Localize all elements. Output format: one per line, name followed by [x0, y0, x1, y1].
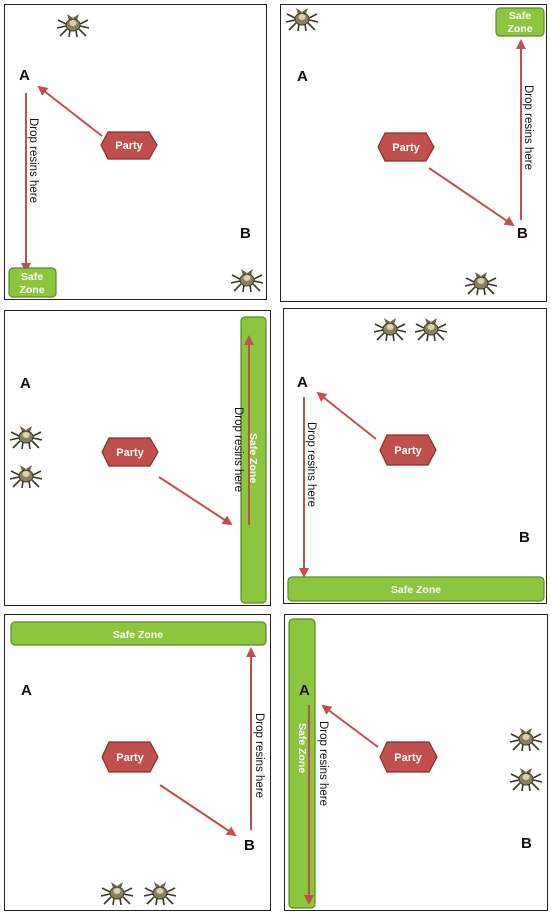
drop-resins-label: Drop resins here	[305, 422, 317, 507]
enemy-icon	[510, 728, 542, 752]
point-a-label: A	[297, 68, 308, 85]
party-label: Party	[394, 445, 422, 457]
party-label: Party	[392, 142, 420, 154]
point-b-label: B	[519, 529, 530, 546]
party-marker	[101, 437, 159, 467]
safe-zone-label: Safe Zone	[296, 723, 308, 773]
diagram-panel-3: A B Safe Zone Drop resins here Party	[4, 310, 271, 606]
enemy-icon	[374, 318, 406, 342]
enemy-icon	[286, 8, 318, 32]
party-marker	[377, 132, 435, 162]
drop-resins-label: Drop resins here	[253, 713, 265, 798]
point-a-label: A	[19, 67, 30, 84]
enemy-icon	[144, 882, 176, 906]
party-label: Party	[116, 447, 144, 459]
point-b-label: B	[521, 835, 532, 852]
point-b-label: B	[244, 837, 255, 854]
party-marker	[379, 434, 437, 466]
party-label: Party	[394, 752, 422, 764]
enemy-icon	[10, 465, 42, 489]
drop-resins-label: Drop resins here	[522, 85, 534, 170]
safe-zone-label: Safe Zone	[113, 629, 163, 641]
point-a-label: A	[299, 682, 310, 699]
safe-zone-label-2: Zone	[19, 284, 44, 296]
party-label: Party	[115, 140, 143, 152]
drop-resins-label: Drop resins here	[317, 721, 329, 806]
safe-zone	[10, 621, 267, 646]
safe-zone	[240, 316, 267, 604]
enemy-icon	[101, 882, 133, 906]
party-marker	[379, 741, 438, 773]
party-marker	[100, 131, 158, 160]
diagram-panel-2: A B Safe Zone Drop resins here Party	[280, 4, 547, 302]
enemy-icon	[465, 272, 497, 296]
safe-zone-label: Safe Zone	[391, 584, 441, 596]
safe-zone-label-1: Safe	[509, 10, 531, 22]
point-a-label: A	[297, 374, 308, 391]
drop-resins-label: Drop resins here	[27, 118, 39, 203]
diagram-panel-5: Safe Zone A B Drop resins here Party	[4, 614, 271, 911]
point-b-label: B	[517, 225, 528, 242]
enemy-icon	[231, 269, 263, 293]
safe-zone	[495, 7, 545, 37]
enemy-icon	[57, 14, 89, 38]
diagram-panel-1: A B Drop resins here Party Safe Zone	[4, 4, 267, 300]
party-marker	[101, 741, 159, 773]
diagram-panel-4: A B Drop resins here Party Safe Zone	[283, 308, 547, 604]
point-b-label: B	[240, 225, 251, 242]
safe-zone	[287, 576, 545, 602]
safe-zone	[8, 267, 57, 298]
safe-zone-label-2: Zone	[507, 23, 532, 35]
party-label: Party	[116, 752, 144, 764]
enemy-icon	[10, 426, 42, 450]
point-a-label: A	[20, 375, 31, 392]
enemy-icon	[510, 768, 542, 792]
drop-resins-label: Drop resins here	[232, 407, 244, 492]
point-a-label: A	[21, 682, 32, 699]
diagram-panel-6: Safe Zone A B Drop resins here Party	[284, 614, 548, 911]
safe-zone-label-1: Safe	[21, 271, 43, 283]
enemy-icon	[415, 318, 447, 342]
